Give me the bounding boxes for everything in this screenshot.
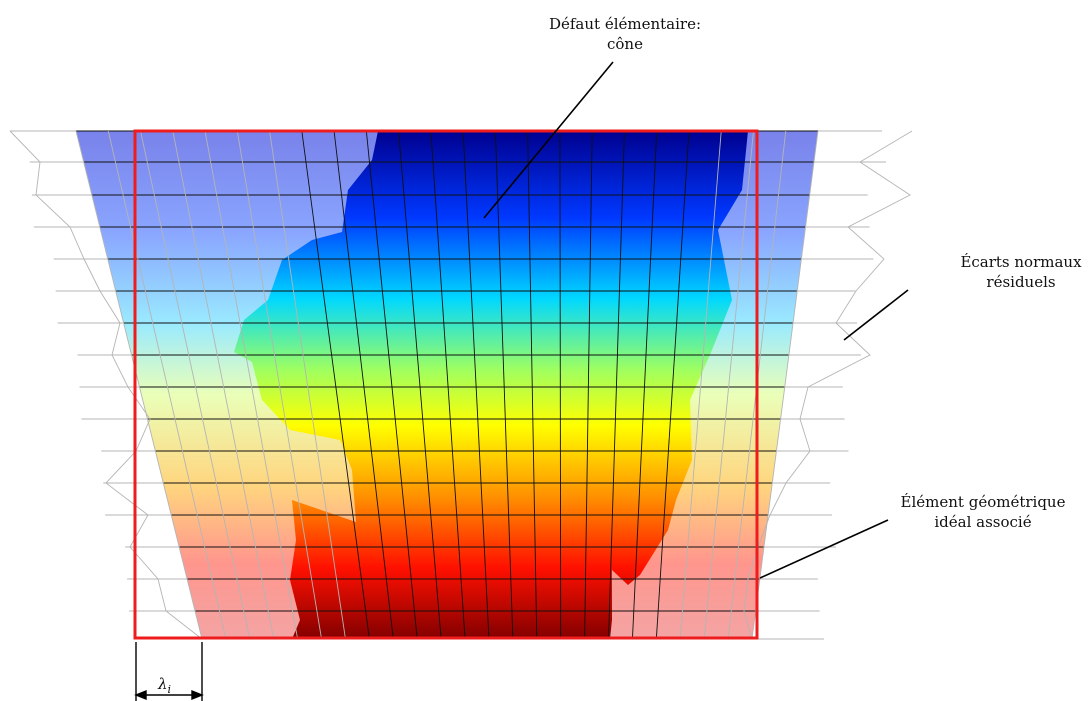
annotation-ideal-line1: Élément géométrique <box>900 493 1066 511</box>
lambda-subscript: i <box>167 683 172 696</box>
mesh-meridian-line <box>527 130 538 640</box>
lambda-i-label: λi <box>158 674 171 700</box>
wire-meridian-line <box>236 130 323 640</box>
annotation-cone-line1: Défaut élémentaire: <box>548 15 702 33</box>
leader-line-residual <box>843 289 909 341</box>
mesh-meridian-line <box>655 130 690 640</box>
mesh-grid <box>76 130 818 640</box>
wire-meridian-line <box>204 130 299 640</box>
mesh-meridian-line <box>631 130 658 640</box>
mesh-meridian-line <box>398 130 442 640</box>
wire-meridian-line <box>172 130 275 640</box>
mesh-meridian-line <box>333 130 394 640</box>
leader-line-ideal <box>759 519 889 579</box>
annotation-cone-defect: Défaut élémentaire: cône <box>500 14 750 54</box>
wire-meridian-line <box>107 130 227 640</box>
mesh-meridian-line <box>462 130 490 640</box>
wire-meridian-line <box>751 130 819 640</box>
mesh-meridian-line <box>608 130 625 640</box>
annotation-residual-deviations: Écarts normaux résiduels <box>960 252 1082 292</box>
wire-meridian-line <box>269 130 346 640</box>
wire-outline-left <box>9 130 203 640</box>
mesh-meridian-line <box>494 130 514 640</box>
wire-meridian-line <box>140 130 251 640</box>
annotation-cone-line2: cône <box>607 35 643 53</box>
wire-meridian-line <box>703 130 754 640</box>
mesh-meridian-line <box>584 130 593 640</box>
lambda-symbol: λ <box>158 675 168 693</box>
defect-colormap-region <box>234 131 748 639</box>
wire-outline-right <box>743 130 913 640</box>
annotation-ideal-line2: idéal associé <box>934 513 1032 531</box>
annotation-ideal-element: Élément géométrique idéal associé <box>878 492 1088 532</box>
mesh-meridian-line <box>301 130 370 640</box>
lambda-dimension <box>134 642 204 701</box>
ideal-element-frame <box>133 129 759 640</box>
mesh-meridian-line <box>365 130 418 640</box>
annotation-residual-line1: Écarts normaux <box>960 253 1082 271</box>
leader-line-cone <box>483 61 614 219</box>
mesh-meridian-line <box>430 130 466 640</box>
mesh-meridian-line <box>559 130 562 640</box>
wire-meridian-line <box>75 130 203 640</box>
annotation-residual-line2: résiduels <box>986 273 1056 291</box>
wire-meridian-line <box>679 130 722 640</box>
